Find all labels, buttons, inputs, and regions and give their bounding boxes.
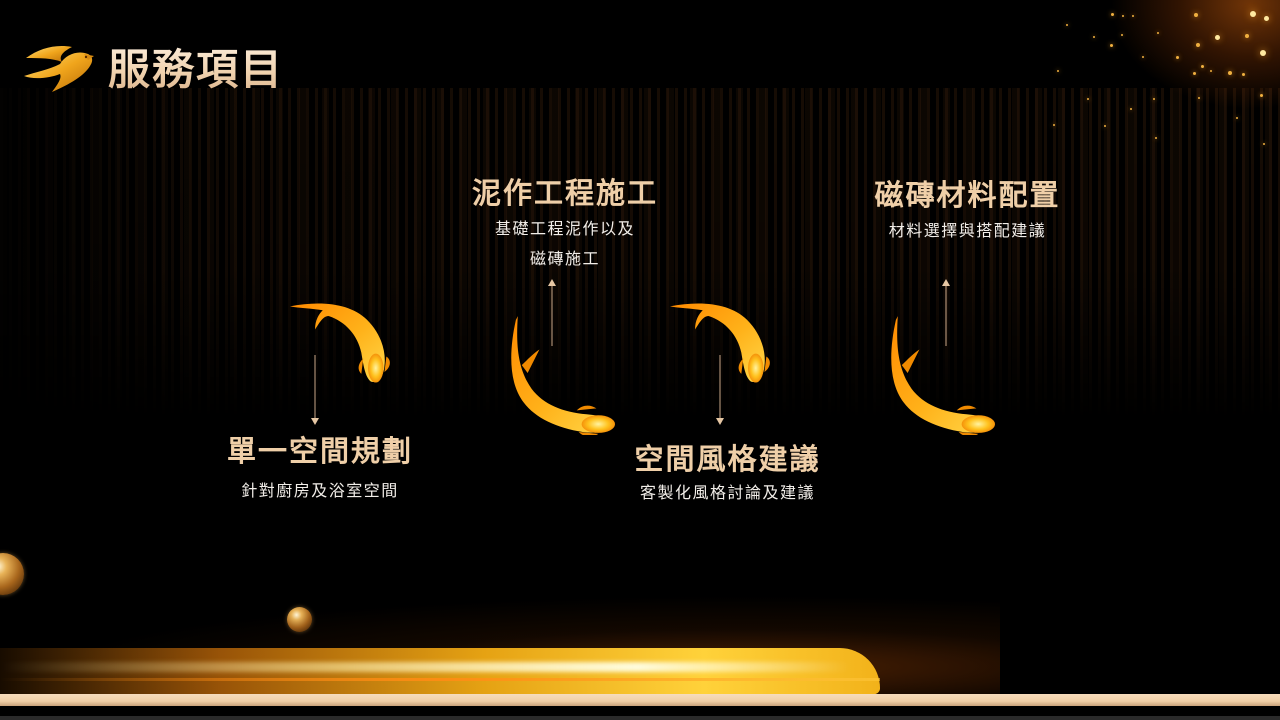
sparkle-dot (1260, 94, 1263, 97)
arrow-down-icon (716, 355, 724, 425)
golden-koi-icon (508, 315, 616, 435)
sparkle-dot (1263, 143, 1265, 145)
sparkle-dot (1228, 71, 1232, 75)
service-card-masonry: 泥作工程施工 基礎工程泥作以及 磁磚施工 (440, 170, 690, 274)
sparkle-dot (1196, 43, 1200, 47)
page-title: 服務項目 (108, 36, 284, 97)
sparkle-dot (1155, 137, 1157, 139)
sparkle-dot (1176, 56, 1179, 59)
sparkle-dot (1130, 108, 1132, 110)
sparkle-dot (1194, 13, 1198, 17)
sparkle-dot (1245, 34, 1249, 38)
sparkle-dot (1242, 73, 1245, 76)
gold-track-line (0, 694, 1280, 706)
sparkle-dot (1111, 13, 1114, 16)
sparkle-dot (1093, 36, 1095, 38)
sparkle-dot (1236, 117, 1238, 119)
page-header: 服務項目 (22, 36, 284, 96)
sparkle-dot (1215, 35, 1220, 40)
sparkle-dot (1260, 50, 1266, 56)
service-title: 泥作工程施工 (471, 176, 658, 210)
arrow-down-icon (311, 355, 319, 425)
golden-train-streak-decoration (0, 648, 880, 694)
sparkle-dot (1250, 11, 1256, 17)
arrow-up-icon (942, 279, 950, 346)
service-description: 材料選擇與搭配建議 (888, 221, 1047, 240)
service-description: 針對廚房及浴室空間 (241, 481, 399, 500)
sparkle-dot (1121, 34, 1123, 36)
sparkle-dot (1057, 70, 1059, 72)
sparkle-glow-decoration (1110, 0, 1280, 110)
sparkle-dot (1264, 16, 1269, 21)
service-description: 客製化風格討論及建議 (639, 483, 815, 502)
golden-swallow-icon (24, 46, 94, 92)
sparkle-dot (1087, 98, 1089, 100)
service-description-line: 基礎工程泥作以及 (494, 219, 635, 238)
sparkle-dot (1193, 72, 1196, 75)
service-card-single-space: 單一空間規劃 針對廚房及浴室空間 (200, 428, 440, 506)
sparkle-dot (1157, 32, 1159, 34)
sparkle-dot (1153, 98, 1155, 100)
service-description: 基礎工程泥作以及 磁磚施工 (440, 214, 690, 274)
service-card-style-advice: 空間風格建議 客製化風格討論及建議 (600, 436, 855, 508)
service-title: 單一空間規劃 (226, 434, 413, 468)
sparkle-dot (1142, 56, 1144, 58)
golden-koi-icon (290, 300, 396, 388)
service-title: 空間風格建議 (634, 442, 821, 476)
sparkle-dot (1210, 70, 1212, 72)
sparkle-dot (1122, 15, 1124, 17)
gold-sphere-icon (0, 553, 24, 595)
sparkle-dot (1066, 24, 1068, 26)
striped-curtain-background (0, 88, 1280, 418)
bottom-edge (0, 716, 1280, 720)
service-title: 磁磚材料配置 (874, 178, 1061, 212)
sparkle-dot (1132, 15, 1134, 17)
sparkle-dot (1110, 44, 1113, 47)
sparkle-dot (1201, 65, 1204, 68)
sparkle-dot (1198, 97, 1200, 99)
arrow-up-icon (548, 279, 556, 346)
sparkle-dot (1104, 125, 1106, 127)
service-card-tile-materials: 磁磚材料配置 材料選擇與搭配建議 (845, 172, 1090, 246)
sparkle-dot (1053, 124, 1055, 126)
service-description-line: 磁磚施工 (529, 249, 600, 268)
